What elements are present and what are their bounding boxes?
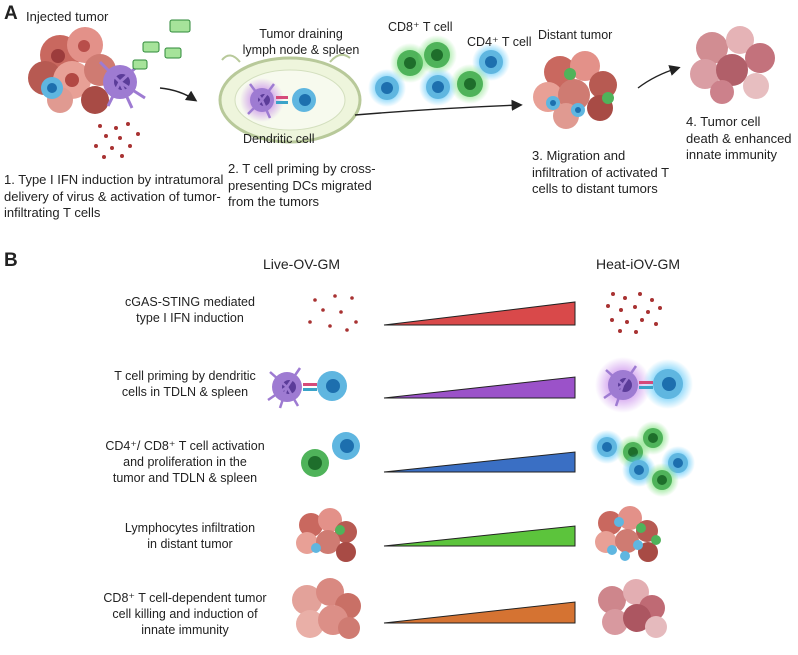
panel-a-letter: A: [4, 3, 18, 24]
tumor-right-row4: [595, 506, 661, 562]
row-label-priming: T cell priming by dendritic cells in TDL…: [114, 369, 256, 399]
ifn-dots-right: [606, 292, 662, 334]
panel-b-letter: B: [4, 250, 18, 271]
injected-tumor-cluster: [28, 27, 146, 114]
cd8-label: CD8⁺ T cell: [388, 20, 453, 34]
activated-t-cells: [368, 35, 510, 107]
row-label-killing: CD8⁺ T cell-dependent tumor cell killing…: [103, 591, 267, 637]
col-live-ov-gm: Live-OV-GM: [263, 256, 341, 272]
tumor-right-row5: [598, 579, 667, 638]
row-label-ifn: cGAS-STING mediated type I IFN induction: [125, 295, 255, 325]
step-3: 3. Migration and infiltration of activat…: [532, 148, 669, 196]
row-label-infiltration: Lymphocytes infiltration in distant tumo…: [124, 521, 256, 551]
step-4: 4. Tumor cell death & enhanced innate im…: [686, 114, 792, 162]
step-1: 1. Type I IFN induction by intratumoral …: [4, 172, 224, 220]
dc-right: [595, 357, 693, 413]
step-2: 2. T cell priming by cross-presenting DC…: [228, 161, 376, 209]
col-heat-iov-gm: Heat-iOV-GM: [596, 256, 681, 272]
dendritic-cell-label: Dendritic cell: [243, 132, 315, 146]
lymph-node-label: Tumor draining lymph node & spleen: [242, 27, 360, 57]
dc-left: [267, 367, 347, 409]
virus-particles: [132, 19, 191, 70]
tumor-left-row5: [292, 578, 361, 639]
injected-tumor-label: Injected tumor: [26, 9, 109, 24]
row-label-activation: CD4⁺/ CD8⁺ T cell activation and prolife…: [105, 439, 265, 485]
tumor-left-row4: [296, 508, 357, 562]
dead-tumor-a: [690, 26, 775, 104]
distant-tumor-a: [533, 51, 617, 129]
cd4-label: CD4⁺ T cell: [467, 35, 532, 49]
distant-tumor-label: Distant tumor: [538, 28, 613, 42]
ifn-dots-a: [94, 122, 140, 159]
dc-in-node: [240, 78, 316, 122]
t-cells-right: [590, 421, 695, 497]
ifn-dots-left: [308, 294, 358, 332]
t-cells-left: [301, 432, 360, 477]
